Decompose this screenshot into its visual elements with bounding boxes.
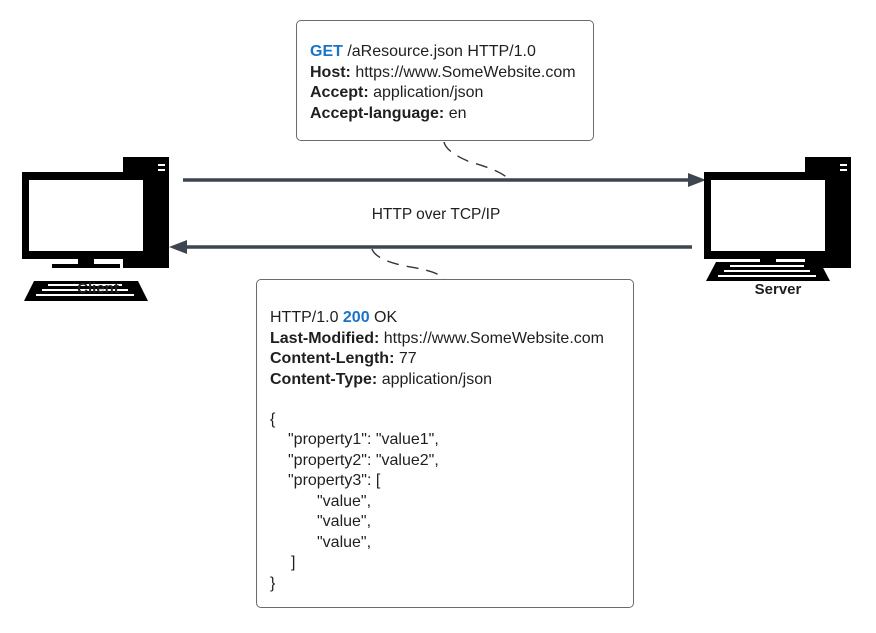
response-header: Content-Type: application/json <box>270 370 633 391</box>
protocol-label: HTTP over TCP/IP <box>371 206 501 223</box>
request-header: Host: https://www.SomeWebsite.com <box>310 63 593 84</box>
header-name: Accept-language: <box>310 104 445 122</box>
header-value: https://www.SomeWebsite.com <box>379 329 604 347</box>
json-property3: "property3": [ <box>288 472 381 489</box>
response-connector <box>371 248 445 280</box>
json-array-value: "value", <box>317 533 372 551</box>
response-header: Last-Modified: https://www.SomeWebsite.c… <box>270 329 633 350</box>
header-name: Content-Length: <box>270 350 395 367</box>
server-computer-icon <box>704 157 851 281</box>
header-value: application/json <box>368 84 484 101</box>
status-line: HTTP/1.0 200 OK <box>270 308 633 329</box>
request-box: GET /aResource.json HTTP/1.0 Host: https… <box>296 20 594 141</box>
request-connector <box>443 141 511 181</box>
status-code: 200 <box>342 309 370 326</box>
header-value: en <box>444 104 467 122</box>
request-header: Accept: application/json <box>310 83 593 104</box>
header-name: Content-Type: <box>270 370 378 388</box>
client-computer-icon <box>22 157 169 301</box>
json-property2: "property2": "value2", <box>288 451 439 469</box>
request-method: GET <box>310 43 343 60</box>
client-label: Client <box>77 280 119 297</box>
server-label: Server <box>754 281 802 298</box>
json-open-brace: { <box>270 410 276 428</box>
request-target: /aResource.json HTTP/1.0 <box>342 43 536 60</box>
header-value: https://www.SomeWebsite.com <box>350 63 576 81</box>
response-header: Content-Length: 77 <box>270 349 633 370</box>
json-property1: "property1": "value1", <box>288 431 439 448</box>
json-array-close: ] <box>291 554 296 571</box>
json-array-value: "value", <box>317 513 372 530</box>
request-line: GET /aResource.json HTTP/1.0 <box>310 42 593 63</box>
header-name: Last-Modified: <box>270 329 380 347</box>
header-name: Host: <box>310 63 351 81</box>
request-header: Accept-language: en <box>310 104 593 125</box>
header-value: 77 <box>394 350 417 367</box>
status-text: OK <box>369 309 398 326</box>
header-value: application/json <box>377 370 492 388</box>
response-arrow <box>169 240 692 254</box>
status-prefix: HTTP/1.0 <box>270 309 343 326</box>
header-name: Accept: <box>310 84 369 101</box>
json-close-brace: } <box>270 574 276 592</box>
json-array-value: "value", <box>317 492 372 510</box>
response-box: HTTP/1.0 200 OK Last-Modified: https://w… <box>256 279 634 608</box>
request-arrow <box>183 173 706 187</box>
